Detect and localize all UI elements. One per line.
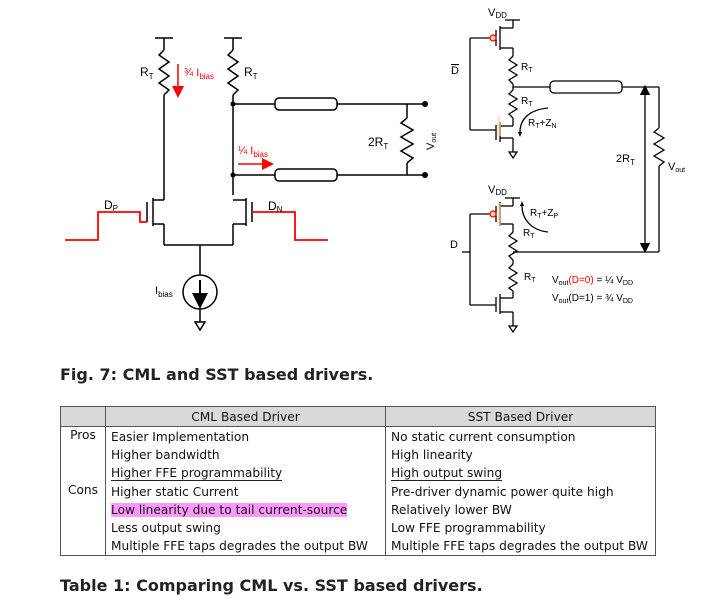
list-item: Multiple FFE taps degrades the output BW	[391, 539, 648, 553]
list-item-highlighted: Low linearity due to tail current-source	[111, 503, 348, 517]
bias-top-label: ¾ Ibias	[184, 67, 214, 81]
table-header-row: CML Based Driver SST Based Driver	[60, 406, 656, 427]
dp-waveform	[65, 211, 147, 241]
table-caption: Table 1: Comparing CML vs. SST based dri…	[60, 576, 483, 595]
load-sst-label: 2RT	[616, 153, 635, 167]
dn-waveform	[252, 211, 328, 241]
pros-sst-cell: No static current consumption High linea…	[385, 426, 656, 482]
dn-label: DN	[268, 199, 283, 214]
figure-caption: Fig. 7: CML and SST based drivers.	[60, 365, 374, 384]
list-item: Relatively lower BW	[391, 503, 512, 517]
list-item: Higher bandwidth	[111, 448, 220, 462]
header-blank	[60, 406, 106, 427]
rt-b-label: RT	[521, 96, 533, 108]
dbar-label: D	[451, 65, 459, 77]
list-item: Easier Implementation	[111, 430, 250, 444]
eq1-label: Vout(D=0) = ¼ VDD	[552, 274, 633, 287]
cons-label: Cons	[60, 482, 106, 556]
vout-sst-label: Vout	[668, 161, 685, 174]
node-dots	[230, 101, 428, 178]
list-item: Pre-driver dynamic power quite high	[391, 485, 614, 499]
dp-label: DP	[104, 198, 118, 213]
tline-sst-top	[549, 80, 623, 94]
vout-cml-label: Vout	[425, 133, 438, 150]
list-item: Low FFE programmability	[391, 521, 546, 535]
table-row-pros: Pros Easier Implementation Higher bandwi…	[60, 426, 656, 482]
pros-label: Pros	[60, 426, 106, 482]
cml-driver	[146, 37, 425, 332]
rt-left-label: RT	[140, 65, 154, 81]
list-item: High linearity	[391, 448, 473, 462]
rt-right-label: RT	[244, 65, 258, 81]
tline-bottom	[274, 168, 338, 182]
bias-mid-label: ¼ Ibias	[238, 145, 268, 159]
list-item: Higher static Current	[111, 485, 239, 499]
header-cml: CML Based Driver	[105, 406, 386, 427]
rt-c-label: RT	[523, 228, 535, 240]
ibias-label: Ibias	[155, 285, 173, 299]
rt-left-resistor	[157, 49, 171, 96]
list-item: Higher FFE programmability	[111, 466, 283, 481]
header-sst: SST Based Driver	[385, 406, 656, 427]
d-label: D	[450, 239, 458, 251]
load-resistor-cml	[399, 117, 415, 164]
list-item: No static current consumption	[391, 430, 576, 444]
rt-a-label: RT	[521, 62, 533, 74]
vdd-mid-label: VDD	[488, 184, 507, 197]
list-item: High output swing	[391, 466, 503, 481]
circuit-diagram: RT RT ¾ Ibias ¼ Ibias DP DN Ibias 2RT Vo…	[65, 7, 685, 334]
comparison-table: CML Based Driver SST Based Driver Pros E…	[60, 406, 656, 556]
eq2-label: Vout(D=1) = ¾ VDD	[552, 293, 633, 305]
pros-cml-cell: Easier Implementation Higher bandwidth H…	[105, 426, 386, 482]
tline-top	[274, 97, 338, 111]
load-cml-label: 2RT	[368, 135, 388, 151]
input-signals	[65, 211, 328, 241]
cons-sst-cell: Pre-driver dynamic power quite high Rela…	[385, 482, 656, 556]
list-item: Multiple FFE taps degrades the output BW	[111, 539, 368, 553]
load-resistor-sst	[652, 127, 666, 167]
rtzp-label: RT+ZP	[530, 208, 558, 220]
rtzn-label: RT+ZN	[528, 118, 557, 130]
rt-d-label: RT	[524, 272, 536, 284]
rt-right-resistor	[226, 49, 240, 96]
list-item: Less output swing	[111, 521, 221, 535]
cons-cml-cell: Higher static Current Low linearity due …	[105, 482, 386, 556]
vdd-top-label: VDD	[488, 7, 507, 20]
table-row-cons: Cons Higher static Current Low linearity…	[60, 482, 656, 556]
